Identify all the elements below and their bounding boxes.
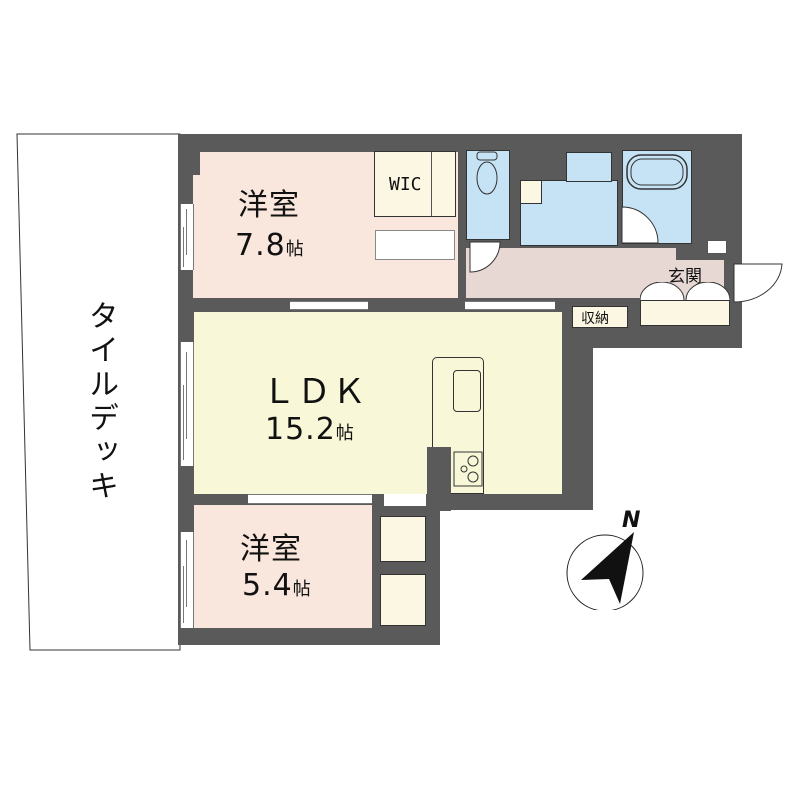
western-room-2-size: 5.4帖	[242, 568, 311, 603]
sliding-door-ldk-room2[interactable]	[248, 494, 372, 504]
toilet-door-swing	[469, 241, 501, 273]
western-room-2	[194, 505, 372, 628]
ldk-name: ＬＤＫ	[262, 372, 367, 412]
sliding-door-hall-ldk[interactable]	[465, 301, 555, 310]
bathtub-icon	[626, 154, 688, 190]
hanger-rod	[431, 152, 432, 216]
north-compass-icon	[566, 532, 644, 610]
size-value: 5.4	[242, 568, 293, 603]
size-value: 15.2	[265, 412, 336, 447]
storage-closet: 収納	[572, 306, 628, 328]
hallway	[466, 248, 676, 298]
toilet-icon	[476, 151, 498, 195]
ldk	[194, 312, 562, 494]
tile-deck-label: タイルデッキ	[83, 300, 118, 504]
size-unit: 帖	[285, 239, 304, 260]
meter-box	[707, 240, 727, 254]
sink-icon	[453, 370, 481, 412]
wic-label: WIC	[389, 174, 422, 195]
shoe-cabinet	[640, 300, 730, 326]
ldk-size: 15.2帖	[265, 412, 354, 447]
walk-in-closet: WIC	[374, 151, 456, 217]
western-room-1-notch	[193, 175, 203, 298]
sliding-door-room1-ldk[interactable]	[290, 301, 368, 310]
shoe-cabinet-doors	[640, 282, 730, 301]
washroom	[520, 180, 618, 246]
size-value: 7.8	[235, 228, 286, 263]
window-room1[interactable]	[180, 204, 194, 270]
washbasin	[566, 152, 612, 182]
size-unit: 帖	[292, 579, 311, 600]
closet-room2-upper	[380, 516, 426, 562]
western-room-1-size: 7.8帖	[235, 228, 304, 263]
ldk-opening	[384, 494, 426, 506]
storage-label: 収納	[581, 311, 609, 327]
western-room-2-name: 洋室	[240, 532, 302, 567]
kitchen-partition	[427, 447, 451, 511]
closet-room2-lower	[380, 574, 426, 626]
size-unit: 帖	[335, 423, 354, 444]
compass-north-label: N	[622, 508, 641, 533]
bath-door-swing	[621, 206, 659, 244]
entrance-label: 玄関	[668, 267, 702, 287]
window-room2[interactable]	[180, 532, 194, 628]
front-door-swing[interactable]	[732, 262, 784, 306]
stove-icon	[453, 451, 483, 487]
toilet	[466, 150, 510, 240]
window-ldk[interactable]	[180, 342, 194, 466]
linen-shelf	[520, 180, 542, 204]
western-room-1-name: 洋室	[238, 188, 300, 223]
closet-door	[375, 230, 455, 260]
